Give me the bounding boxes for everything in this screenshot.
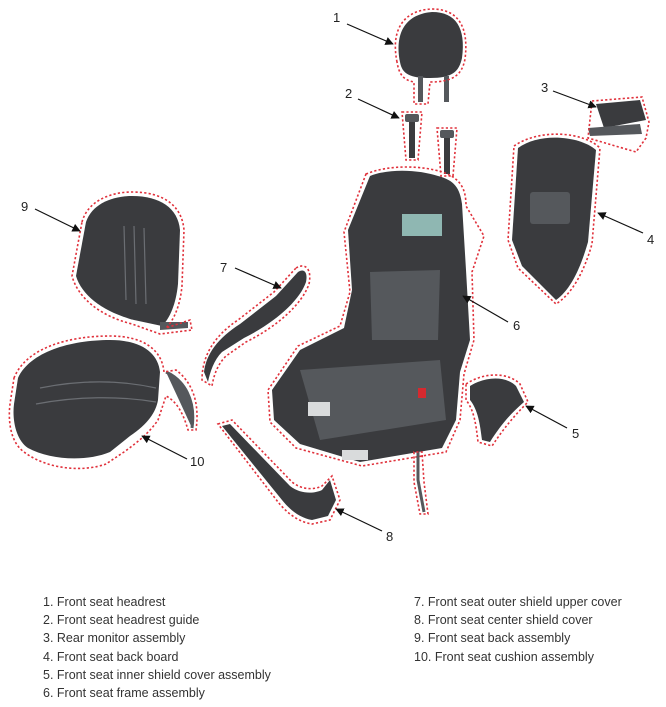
legend-item: 10. Front seat cushion assembly: [414, 649, 594, 664]
seat-cushion-assembly-part: [8, 335, 198, 470]
callout-6: 6: [513, 318, 520, 333]
outer-shield-upper-cover-part: [201, 265, 311, 388]
callout-10: 10: [190, 454, 204, 469]
callout-5: 5: [572, 426, 579, 441]
leader-lines: [34, 23, 644, 532]
rear-monitor-part: [587, 96, 650, 153]
callout-9: 9: [21, 199, 28, 214]
legend-right-column: 7. Front seat outer shield upper cover 8…: [414, 593, 622, 666]
callout-1: 1: [333, 10, 340, 25]
legend-item: 3. Rear monitor assembly: [43, 631, 186, 646]
callout-8: 8: [386, 529, 393, 544]
legend-item: 1. Front seat headrest: [43, 595, 166, 609]
callout-7: 7: [220, 260, 227, 275]
seat-frame-assembly-part: [267, 166, 485, 467]
exploded-seat-diagram: 1 2 3 4 5 6 7 8 9 10: [8, 8, 654, 544]
legend-item: 8. Front seat center shield cover: [414, 613, 593, 628]
legend-left-column: 1. Front seat headrest 2. Front seat hea…: [43, 593, 271, 702]
callout-2: 2: [345, 86, 352, 101]
legend-item: 9. Front seat back assembly: [414, 631, 571, 646]
inner-shield-cover-part: [465, 374, 529, 447]
center-shield-cover-part: [216, 419, 429, 525]
headrest-guide-part: [401, 111, 458, 177]
headrest-part: [394, 8, 467, 105]
legend-item: 2. Front seat headrest guide: [43, 613, 200, 628]
legend-item: 6. Front seat frame assembly: [43, 686, 205, 701]
seat-back-assembly-part: [71, 191, 193, 335]
legend-item: 7. Front seat outer shield upper cover: [414, 595, 622, 609]
legend-item: 4. Front seat back board: [43, 649, 179, 664]
callout-4: 4: [647, 232, 654, 247]
callout-3: 3: [541, 80, 548, 95]
back-board-part: [507, 133, 601, 306]
legend-item: 5. Front seat inner shield cover assembl…: [43, 667, 271, 682]
